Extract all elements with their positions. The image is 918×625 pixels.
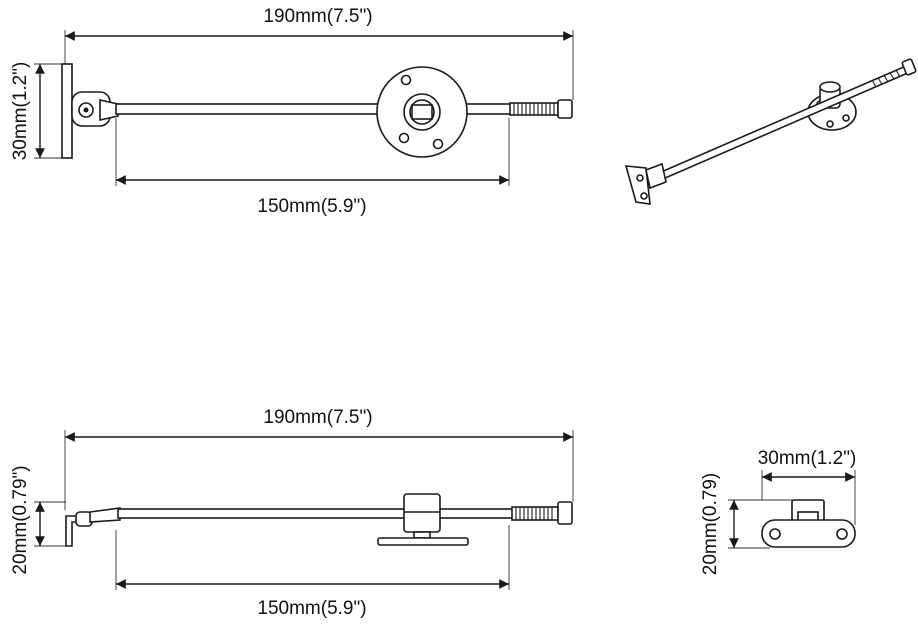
side-pin-span-label: 150mm(5.9")	[257, 598, 366, 619]
side-bracket-height-label: 20mm(0.79")	[10, 465, 31, 574]
side-pin-span-dimension: 150mm(5.9")	[115, 525, 510, 619]
side-stay-part	[65, 493, 573, 547]
end-height-label: 20mm(0.79)	[700, 473, 721, 575]
top-stay-part	[61, 63, 573, 159]
side-overall-dimension: 190mm(7.5")	[64, 407, 574, 510]
side-overall-length-label: 190mm(7.5")	[263, 407, 372, 428]
end-stay-part	[761, 499, 856, 548]
end-plate-width-label: 30mm(1.2")	[758, 448, 857, 469]
top-pin-span-dimension: 150mm(5.9")	[115, 118, 510, 217]
top-bracket-height-dimension: 30mm(1.2")	[10, 62, 66, 161]
top-view: 190mm(7.5") 30mm(1.2") 150mm(5.9")	[10, 6, 574, 217]
top-overall-dimension: 190mm(7.5")	[64, 6, 574, 100]
isometric-view	[624, 58, 917, 205]
end-plate-width-dimension: 30mm(1.2")	[758, 448, 857, 525]
top-overall-length-label: 190mm(7.5")	[263, 6, 372, 27]
side-view: 190mm(7.5") 20mm(0.79") 150mm(5.9")	[10, 407, 574, 619]
top-bracket-height-label: 30mm(1.2")	[10, 62, 31, 161]
end-height-dimension: 20mm(0.79)	[700, 473, 792, 575]
side-bracket-height-dimension: 20mm(0.79")	[10, 465, 66, 575]
top-pin-span-label: 150mm(5.9")	[257, 196, 366, 217]
end-view: 30mm(1.2") 20mm(0.79)	[700, 448, 856, 575]
